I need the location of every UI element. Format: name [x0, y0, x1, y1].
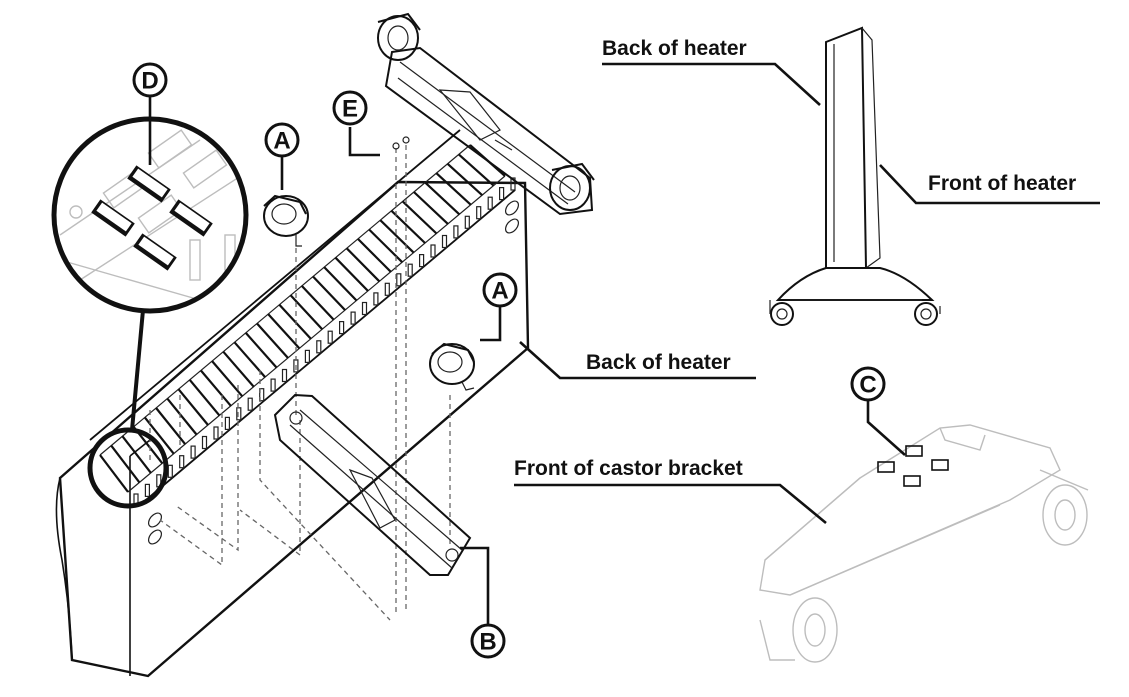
grille-tab [384, 282, 390, 296]
grille-slat [110, 444, 141, 484]
grille-slat [300, 285, 335, 321]
grille-tab [144, 483, 150, 497]
grille-tab [510, 177, 516, 191]
grille-slat [390, 210, 426, 244]
grille-slat [177, 388, 209, 426]
grille-tab [476, 206, 482, 220]
grille-slat [345, 247, 381, 283]
grille-tab [441, 234, 448, 249]
grille-tab [190, 445, 196, 459]
grille-slat [446, 162, 483, 197]
grille-slat [244, 332, 278, 369]
svg-text:A: A [273, 128, 290, 155]
grille-tab [350, 311, 356, 325]
grille-tab [236, 407, 242, 421]
grille-tab [270, 378, 276, 392]
lower-castor-bracket [273, 393, 472, 576]
grille-tab [407, 263, 413, 277]
label-back-of-heater-top: Back of heater [602, 37, 747, 60]
grille-tab [281, 368, 288, 383]
callout-a-lower: A [482, 272, 518, 308]
grille-slat [312, 275, 346, 311]
grille-slat [424, 181, 461, 216]
grille-tab [327, 330, 333, 344]
grille-slat [256, 322, 289, 359]
heater-side-view [769, 26, 941, 326]
castor-wheel-a-lower [429, 342, 475, 391]
grille-tab [201, 435, 208, 450]
grille-tab [430, 244, 436, 258]
callout-b: B [470, 623, 506, 659]
grille-slat [435, 172, 472, 206]
grille-tab [499, 187, 505, 201]
grille-slat [200, 369, 232, 407]
grille-slat [166, 397, 198, 436]
assembly-guide-lines [149, 145, 451, 621]
grille-tab [464, 215, 470, 229]
grille-slat [188, 379, 221, 417]
grille-tab [247, 397, 253, 411]
label-front-of-heater: Front of heater [928, 172, 1076, 195]
grille-tab [259, 388, 265, 402]
grille-slat [289, 294, 324, 330]
leader-lines [148, 62, 1100, 627]
svg-text:C: C [859, 372, 876, 399]
detail-zoom-circle [51, 116, 249, 509]
callout-e: E [332, 90, 368, 126]
grille-slat [323, 266, 358, 302]
grille-slat [278, 303, 312, 340]
grille-tab [487, 196, 493, 210]
label-back-of-heater-mid: Back of heater [586, 351, 731, 374]
label-front-of-castor-bracket: Front of castor bracket [514, 457, 743, 480]
grille-slat [401, 200, 438, 235]
grille-slat [121, 435, 152, 474]
grille-tab [213, 426, 219, 440]
svg-text:B: B [479, 629, 496, 656]
grille-slat [379, 219, 415, 254]
grille-tab [396, 273, 402, 287]
grille-slat [458, 153, 495, 187]
grille-tab [361, 301, 368, 316]
grille-tab [316, 340, 322, 354]
screws-e [392, 136, 410, 150]
callout-c: C [850, 366, 886, 402]
grille-tab [419, 254, 425, 268]
grille-slat [155, 407, 186, 445]
svg-text:E: E [342, 96, 358, 123]
callout-d: D [132, 62, 168, 98]
grille-slat [413, 191, 449, 225]
castor-bracket-detail [759, 424, 1089, 663]
grille-slat [357, 238, 392, 273]
svg-text:D: D [141, 68, 158, 95]
grille-slat [211, 360, 244, 397]
grille-slat [99, 454, 129, 493]
grille-slat [368, 228, 403, 263]
upper-castor-bracket [377, 12, 595, 216]
grille-tab [224, 416, 230, 430]
grille-tab [167, 464, 173, 478]
svg-text:A: A [491, 278, 508, 305]
keyhole-slots [147, 200, 520, 545]
grille-tab [339, 321, 345, 335]
grille-slat [222, 350, 255, 388]
grille-slat [334, 256, 369, 292]
grille-slat [267, 313, 301, 350]
grille-tab [304, 349, 310, 363]
callout-a-upper: A [264, 122, 300, 158]
grille-tab [373, 292, 379, 306]
grille-tab [179, 455, 185, 469]
grille-tab [453, 225, 459, 239]
castor-wheel-a-upper [263, 194, 309, 247]
